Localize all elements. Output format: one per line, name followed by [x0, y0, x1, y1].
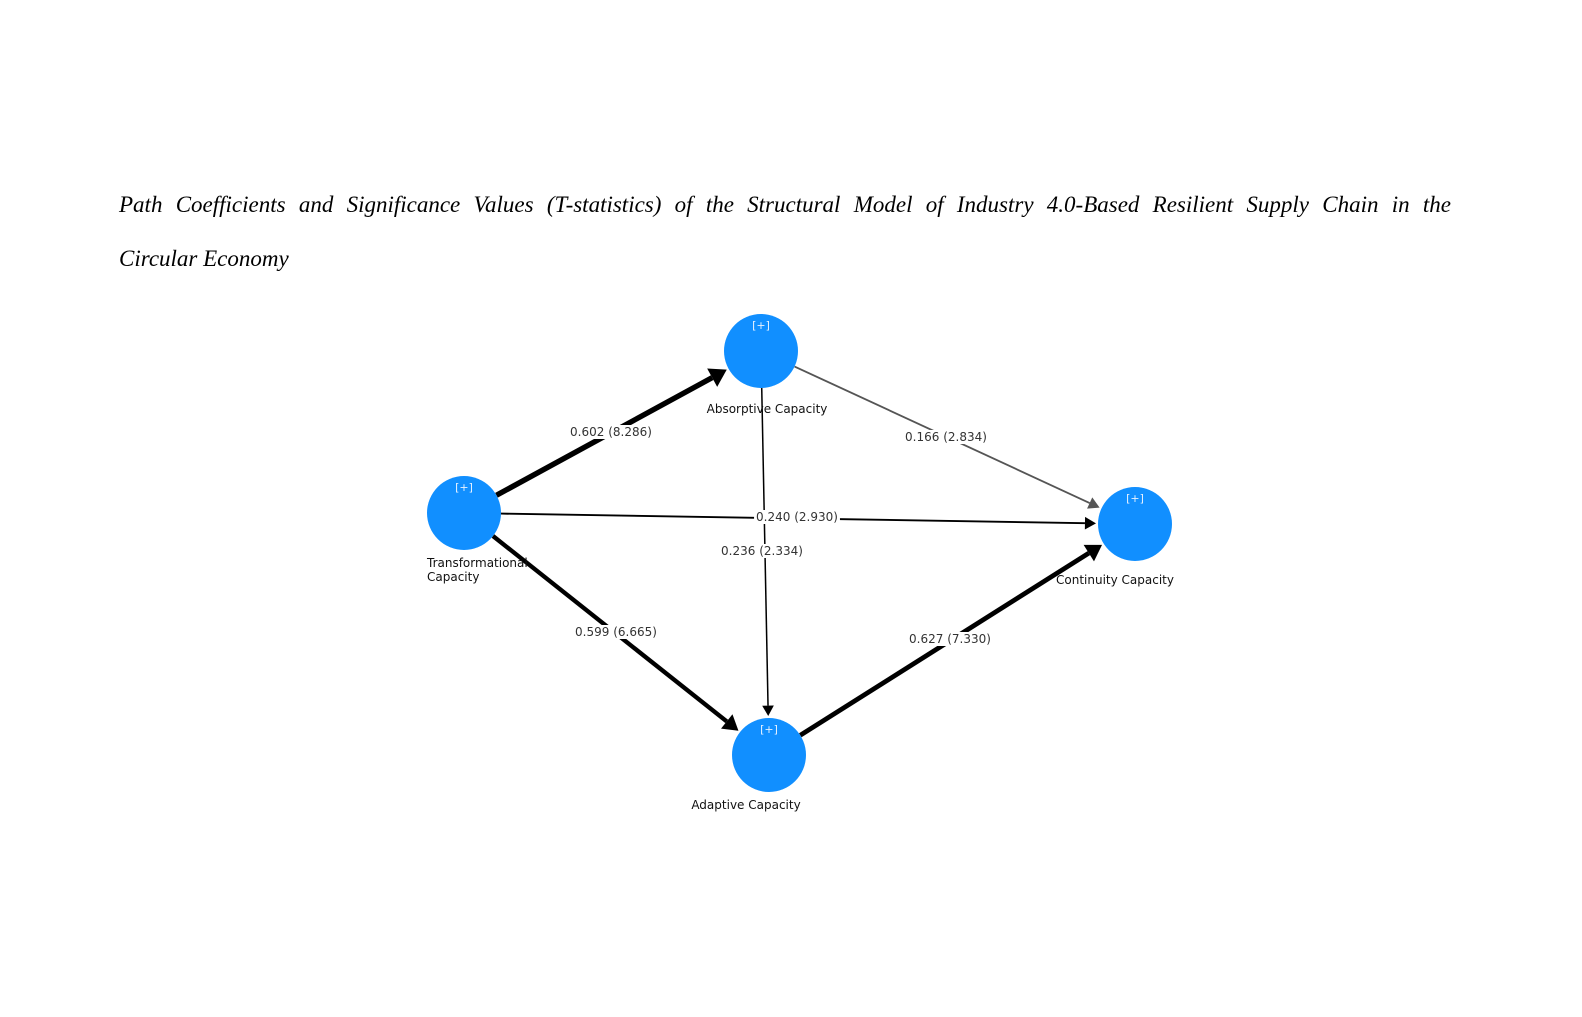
arrowhead-icon	[721, 714, 739, 731]
edge-labels: 0.602 (8.286) 0.599 (6.665) 0.240 (2.930) 0…	[568, 425, 993, 646]
arrowhead-icon	[1083, 544, 1103, 562]
path-coefficient-label: 0.602 (8.286)	[570, 425, 652, 439]
construct-label: Continuity Capacity	[1056, 573, 1174, 587]
construct-circle[interactable]	[427, 476, 501, 550]
figure-caption-line-2: Circular Economy	[119, 246, 289, 271]
arrowhead-icon	[1087, 497, 1100, 509]
expand-icon[interactable]: [+]	[1126, 492, 1144, 505]
construct-circle[interactable]	[1098, 487, 1172, 561]
path-coefficient-label: 0.627 (7.330)	[909, 632, 991, 646]
construct-label: Transformational	[426, 556, 528, 570]
construct-label: Adaptive Capacity	[691, 798, 800, 812]
path-coefficient-label: 0.236 (2.334)	[721, 544, 803, 558]
expand-icon[interactable]: [+]	[752, 319, 770, 332]
arrowhead-icon	[707, 368, 727, 387]
arrowhead-icon	[1084, 516, 1097, 530]
path-coefficient-label: 0.166 (2.834)	[905, 430, 987, 444]
construct-circle[interactable]	[724, 314, 798, 388]
construct-node-D[interactable]: [+] Adaptive Capacity	[691, 718, 806, 812]
expand-icon[interactable]: [+]	[455, 481, 473, 494]
construct-circle[interactable]	[732, 718, 806, 792]
figure-caption-line-1: Path Coefficients and Significance Value…	[119, 192, 1451, 217]
path-coefficient-label: 0.599 (6.665)	[575, 625, 657, 639]
construct-label: Capacity	[427, 570, 479, 584]
construct-node-C[interactable]: [+] Continuity Capacity	[1056, 487, 1174, 587]
construct-label: Absorptive Capacity	[707, 402, 828, 416]
construct-node-A[interactable]: [+] Absorptive Capacity	[707, 314, 828, 416]
path-coefficient-label: 0.240 (2.930)	[756, 510, 838, 524]
expand-icon[interactable]: [+]	[760, 723, 778, 736]
arrowhead-icon	[762, 705, 774, 717]
